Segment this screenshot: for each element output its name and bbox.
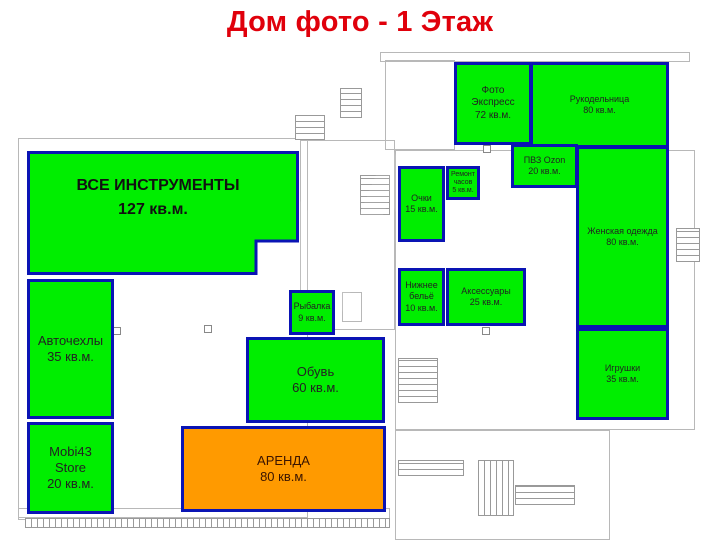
room-shape bbox=[27, 151, 299, 275]
room-rybalka[interactable]: Рыбалка 9 кв.м. bbox=[289, 290, 335, 335]
room-area: 72 кв.м. bbox=[474, 109, 512, 121]
room-area: 127 кв.м. bbox=[118, 201, 188, 218]
room-area: 9 кв.м. bbox=[298, 312, 326, 323]
room-name-2: бельё bbox=[409, 291, 434, 302]
room-name: Рукодельница bbox=[569, 93, 630, 104]
column bbox=[113, 327, 121, 335]
stairs-bottom-right bbox=[515, 485, 575, 505]
room-name-2: часов bbox=[453, 178, 473, 186]
room-zhenskaya-odezhda[interactable]: Женская одежда 80 кв.м. bbox=[576, 146, 669, 328]
room-area: 5 кв.м. bbox=[452, 187, 474, 195]
room-ochki[interactable]: Очки 15 кв.м. bbox=[398, 166, 445, 242]
stairs-top-left bbox=[295, 115, 325, 140]
room-avtochekhly[interactable]: Авточехлы 35 кв.м. bbox=[27, 279, 114, 419]
stairs-bottom-center bbox=[478, 460, 514, 516]
room-name: Авточехлы bbox=[37, 332, 104, 348]
room-area: 80 кв.м. bbox=[583, 105, 616, 115]
stairs-top bbox=[340, 88, 362, 118]
room-area: 80 кв.м. bbox=[606, 237, 639, 247]
room-arenda[interactable]: АРЕНДА 80 кв.м. bbox=[181, 426, 386, 512]
stairs-right-edge bbox=[676, 228, 700, 262]
room-mobi43[interactable]: Mobi43 Store 20 кв.м. bbox=[27, 422, 114, 514]
room-name: Рыбалка bbox=[293, 301, 331, 312]
column bbox=[204, 325, 212, 333]
top-wall bbox=[380, 52, 690, 62]
column bbox=[483, 145, 491, 153]
page-title: Дом фото - 1 Этаж bbox=[226, 6, 494, 38]
room-name: Женская одежда bbox=[587, 225, 658, 236]
room-name: Ремонт bbox=[450, 170, 476, 178]
room-area: 35 кв.м. bbox=[606, 374, 639, 384]
room-area: 15 кв.м. bbox=[405, 204, 438, 214]
room-vse-instrumenty[interactable]: ВСЕ ИНСТРУМЕНТЫ 127 кв.м. bbox=[27, 151, 299, 275]
room-igrushki[interactable]: Игрушки 35 кв.м. bbox=[576, 328, 669, 420]
room-area: 80 кв.м. bbox=[260, 469, 307, 484]
room-name-2: Store bbox=[54, 459, 87, 475]
room-name: ПВЗ Ozon bbox=[523, 154, 566, 165]
stairs-central bbox=[360, 175, 390, 215]
room-name: Фото bbox=[481, 84, 505, 96]
room-area: 20 кв.м. bbox=[528, 166, 561, 176]
room-area: 25 кв.м. bbox=[469, 297, 503, 307]
room-name: Обувь bbox=[296, 363, 335, 379]
stairs-lower-core bbox=[398, 358, 438, 403]
room-area: 20 кв.м. bbox=[47, 476, 94, 492]
room-name: Игрушки bbox=[604, 362, 641, 373]
room-foto-ekspress[interactable]: Фото Экспресс 72 кв.м. bbox=[454, 62, 532, 145]
stairs-bottom bbox=[25, 518, 390, 528]
room-nizhnee-bele[interactable]: Нижнее бельё 10 кв.м. bbox=[398, 268, 445, 326]
room-name: АРЕНДА bbox=[257, 452, 310, 468]
room-name: Mobi43 bbox=[49, 443, 92, 459]
room-pvz-ozon[interactable]: ПВЗ Ozon 20 кв.м. bbox=[511, 144, 578, 188]
room-remont-chasov[interactable]: Ремонт часов 5 кв.м. bbox=[446, 166, 480, 200]
room-name: Аксессуары bbox=[461, 285, 511, 296]
room-name: ВСЕ ИНСТРУМЕНТЫ bbox=[76, 177, 240, 194]
stairs-bottom-left bbox=[398, 460, 464, 476]
room-area: 60 кв.м. bbox=[292, 380, 339, 395]
room-name-2: Экспресс bbox=[471, 97, 515, 109]
room-rukodelnitsa[interactable]: Рукодельница 80 кв.м. bbox=[530, 62, 669, 148]
room-name: Нижнее bbox=[405, 280, 438, 291]
upper-core bbox=[385, 60, 455, 150]
room-aksessuary[interactable]: Аксессуары 25 кв.м. bbox=[446, 268, 526, 326]
central-core bbox=[300, 140, 395, 330]
room-name: Очки bbox=[411, 192, 432, 203]
room-area: 35 кв.м. bbox=[47, 349, 94, 364]
room-area: 10 кв.м. bbox=[405, 302, 438, 313]
elevator bbox=[342, 292, 362, 322]
room-obuv[interactable]: Обувь 60 кв.м. bbox=[246, 337, 385, 423]
column bbox=[482, 327, 490, 335]
